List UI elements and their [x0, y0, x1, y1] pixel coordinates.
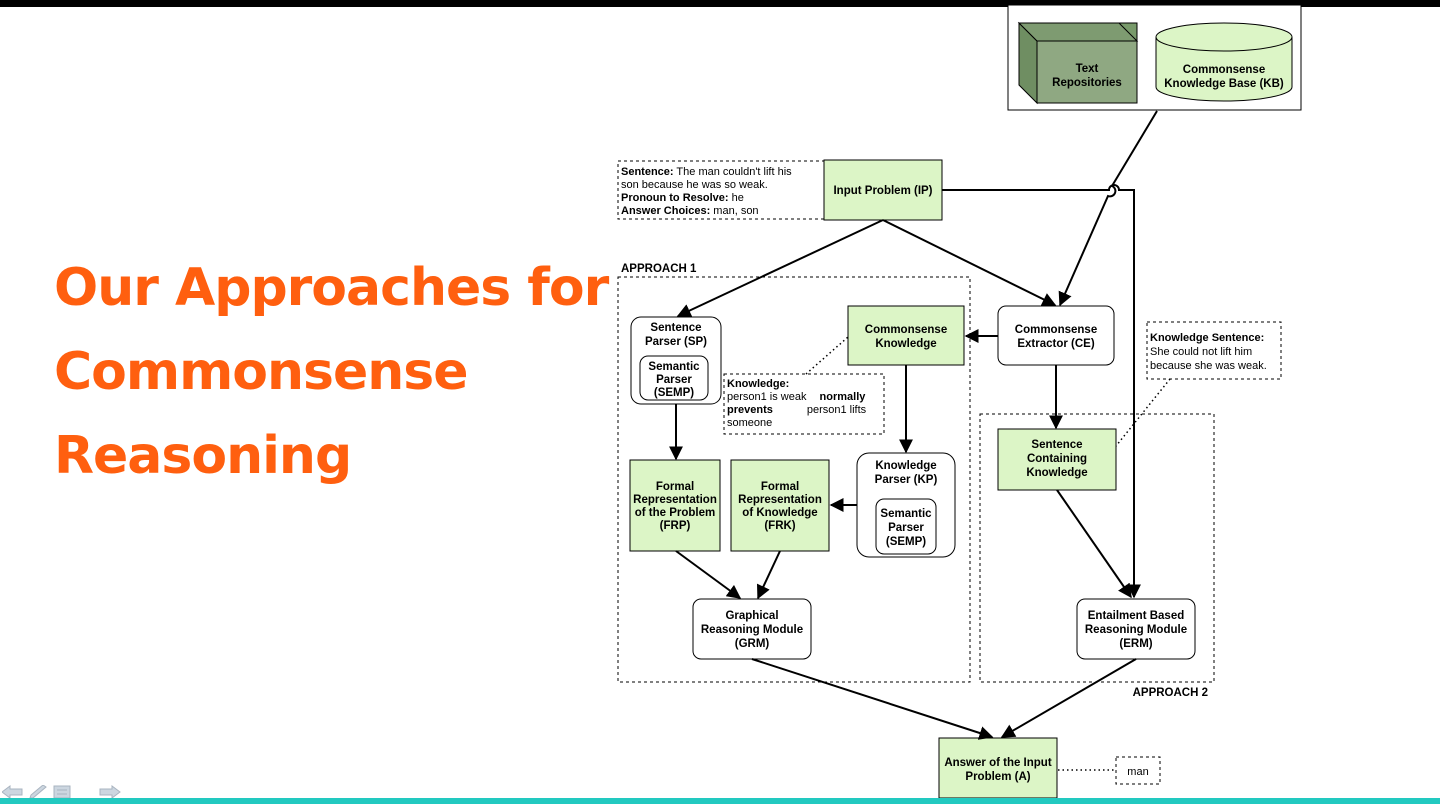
- pronoun-label: Pronoun to Resolve:: [621, 192, 729, 204]
- title-line-2: Commonsense: [54, 342, 468, 402]
- frp-label-2: Representation: [633, 494, 717, 506]
- knowledge-parser-label-2: Parser (KP): [875, 474, 938, 486]
- semantic-parser-2-label-1: Semantic: [880, 508, 932, 520]
- knowledge-note-bold-2: prevents: [727, 404, 773, 416]
- sentence-parser-label-2: Parser (SP): [645, 336, 707, 348]
- answer-node: [938, 737, 1058, 799]
- approach-2-label: APPROACH 2: [1133, 687, 1208, 699]
- edge-sck-to-erm: [1056, 489, 1132, 599]
- svg-text:Sentence: The man couldn't lif: Sentence: The man couldn't lift his: [621, 166, 792, 178]
- commonsense-knowledge-label-2: Knowledge: [875, 338, 936, 350]
- text-repositories-label-1: Text: [1076, 63, 1099, 75]
- top-bar: [0, 0, 1440, 7]
- grm-label-1: Graphical: [725, 610, 778, 622]
- knowledge-note-text-3: someone: [727, 417, 772, 429]
- knowledge-sentence-label: Knowledge Sentence:: [1150, 332, 1264, 344]
- answer-label-2: Problem (A): [965, 771, 1030, 783]
- slide-title: Our Approaches for Commonsense Reasoning: [54, 246, 609, 498]
- knowledge-note-label: Knowledge:: [727, 378, 789, 390]
- answer-value-box: [1115, 756, 1161, 785]
- notes-icon[interactable]: [53, 785, 71, 799]
- grm-label-3: (GRM): [735, 638, 770, 650]
- sentence-parser-label-1: Sentence: [650, 322, 701, 334]
- knowledge-base-cylinder: Commonsense Knowledge Base (KB): [1155, 22, 1293, 102]
- frk-label-2: Representation: [738, 494, 822, 506]
- sentence-containing-knowledge-node: [997, 428, 1117, 491]
- sentence-containing-label-2: Containing: [1027, 453, 1087, 465]
- frk-node: [730, 459, 830, 552]
- pen-icon[interactable]: [29, 785, 47, 799]
- sentence-containing-label-1: Sentence: [1031, 439, 1082, 451]
- title-line-3: Reasoning: [54, 426, 352, 486]
- knowledge-parser-label-1: Knowledge: [875, 460, 936, 472]
- kb-label-1: Commonsense: [1183, 64, 1265, 76]
- knowledge-sentence-text-1: She could not lift him: [1150, 346, 1252, 358]
- frk-label-3: of Knowledge: [742, 507, 817, 519]
- semantic-parser-2-node: [875, 498, 937, 555]
- edge-erm-to-answer: [1000, 658, 1137, 738]
- svg-text:Answer Choices: man, son: Answer Choices: man, son: [621, 205, 759, 217]
- frp-label-1: Formal: [656, 481, 694, 493]
- commonsense-knowledge-label-1: Commonsense: [865, 324, 947, 336]
- sentence-containing-label-3: Knowledge: [1026, 467, 1087, 479]
- edge-frp-to-grm: [675, 550, 742, 599]
- frp-label-4: (FRP): [660, 520, 691, 532]
- frk-label-1: Formal: [761, 481, 799, 493]
- semantic-parser-2-label-2: Parser: [888, 522, 924, 534]
- edge-kb-to-ce: [1058, 110, 1158, 307]
- kb-label-2: Knowledge Base (KB): [1164, 78, 1284, 90]
- commonsense-extractor-label-2: Extractor (CE): [1017, 338, 1094, 350]
- answer-label-1: Answer of the Input: [944, 757, 1052, 769]
- erm-label-3: (ERM): [1119, 638, 1152, 650]
- answer-value: man: [1127, 766, 1148, 778]
- semantic-parser-label-2: Parser: [656, 374, 692, 386]
- knowledge-note-text-1: person1 is weak: [727, 391, 810, 403]
- edge-ip-to-erm: [942, 184, 1141, 599]
- approach-1-label: APPROACH 1: [621, 263, 697, 275]
- knowledge-sentence-connector: [1115, 378, 1171, 447]
- frk-label-4: (FRK): [764, 520, 795, 532]
- slide-navigation: [2, 785, 121, 799]
- pronoun-value: he: [729, 192, 744, 204]
- frp-label-3: of the Problem: [635, 507, 716, 519]
- semantic-parser-label-1: Semantic: [648, 361, 700, 373]
- text-repositories-cube: Text Repositories: [1017, 21, 1139, 105]
- grm-label-2: Reasoning Module: [701, 624, 803, 636]
- edge-ip-to-ce: [882, 219, 1057, 306]
- bottom-bar: [0, 798, 1440, 804]
- erm-label-2: Reasoning Module: [1085, 624, 1187, 636]
- text-repositories-label-2: Repositories: [1052, 77, 1122, 89]
- prev-arrow-icon[interactable]: [2, 785, 23, 799]
- semantic-parser-node: [639, 355, 709, 401]
- svg-text:Pronoun to Resolve: he: Pronoun to Resolve: he: [621, 192, 744, 204]
- svg-text:person1 is weak normally: person1 is weak normally: [727, 391, 866, 403]
- edge-frk-to-grm: [757, 550, 781, 600]
- choices-label: Answer Choices:: [621, 205, 710, 217]
- knowledge-note: [723, 373, 885, 435]
- knowledge-sentence-text-2: because she was weak.: [1150, 360, 1267, 372]
- title-line-1: Our Approaches for: [54, 258, 609, 318]
- knowledge-note-text-2: person1 lifts: [807, 404, 867, 416]
- knowledge-note-bold-1: normally: [820, 391, 867, 403]
- sentence-text-2: son because he was so weak.: [621, 179, 768, 191]
- sentence-text-1: The man couldn't lift his: [674, 166, 793, 178]
- next-arrow-icon[interactable]: [99, 785, 121, 799]
- commonsense-knowledge-node: [847, 305, 965, 366]
- knowledge-sentence-note: [1146, 321, 1282, 380]
- edge-grm-to-answer: [751, 658, 994, 740]
- approach-1-frame: [617, 276, 971, 683]
- commonsense-extractor-label-1: Commonsense: [1015, 324, 1097, 336]
- erm-label-1: Entailment Based: [1088, 610, 1185, 622]
- sentence-label: Sentence:: [621, 166, 674, 178]
- semantic-parser-label-3: (SEMP): [654, 387, 694, 399]
- choices-value: man, son: [710, 205, 758, 217]
- knowledge-note-connector: [805, 336, 849, 375]
- semantic-parser-2-label-3: (SEMP): [886, 536, 926, 548]
- input-problem-label: Input Problem (IP): [833, 185, 932, 197]
- edge-ip-to-sp: [676, 219, 884, 317]
